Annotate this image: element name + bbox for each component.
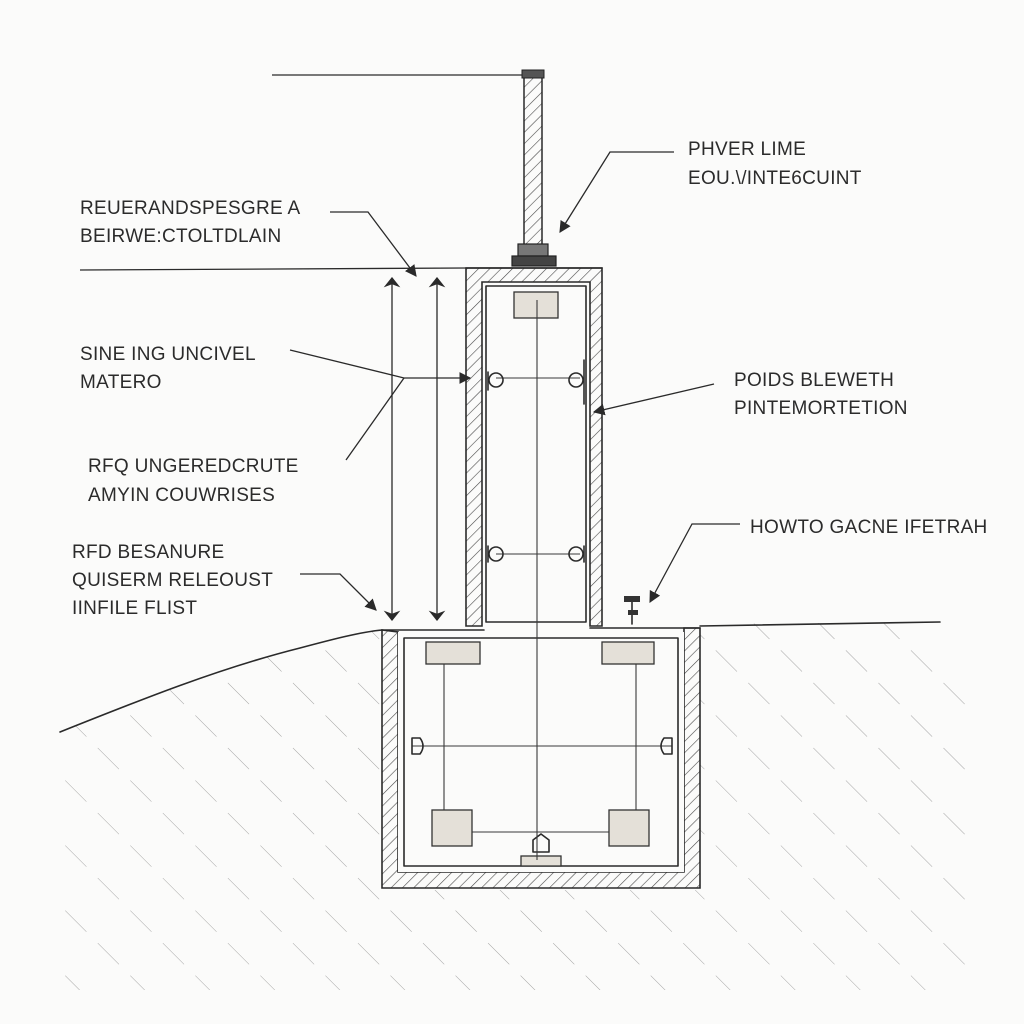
leader-lines [289,151,740,611]
label-line: PINTEMORTETION [734,398,908,419]
label-line: MATERO [80,372,162,393]
bracket-icon [411,737,673,853]
label-line: BEIRWE:CTOLTDLAIN [80,226,281,247]
label-line: SINE ING UNCIVEL [80,344,256,365]
label-reinforcement: REUERANDSPESGRE A BEIRWE:CTOLTDLAIN [80,198,301,247]
foundation-pit [381,627,701,889]
dimension-lines [79,74,522,622]
label-line: EOU.\/INTE6CUINT [688,168,862,189]
label-line: PHVER LIME [688,139,806,160]
label-line: IINFILE FLIST [72,598,197,619]
label-line: QUISERM RELEOUST [72,570,273,591]
valve-icon [624,596,640,625]
power-pole [511,69,557,267]
bracket-icon [487,359,585,563]
label-line: RFD BESANURE [72,542,224,563]
label-power-line: PHVER LIME EOU.\/INTE6CUINT [688,139,862,189]
label-rfd-besanure: RFD BESANURE QUISERM RELEOUST IINFILE FL… [72,542,273,619]
label-line: REUERANDSPESGRE A [80,198,301,219]
label-poids-beneath: POIDS BLEWETH PINTEMORTETION [734,370,908,419]
label-howto-gacne: HOWTO GACNE IFETRAH [750,517,988,538]
column-pedestal [381,267,701,860]
label-line: HOWTO GACNE IFETRAH [750,517,988,538]
label-sine-ing: SINE ING UNCIVEL MATERO [80,344,256,393]
label-rfq-underground: RFQ UNGEREDCRUTE AMYIN COUWRISES [88,456,299,506]
label-line: AMYIN COUWRISES [88,485,275,506]
label-line: RFQ UNGEREDCRUTE [88,456,299,477]
soil-region [59,621,975,990]
concrete-block [425,641,655,867]
label-line: POIDS BLEWETH [734,370,894,391]
